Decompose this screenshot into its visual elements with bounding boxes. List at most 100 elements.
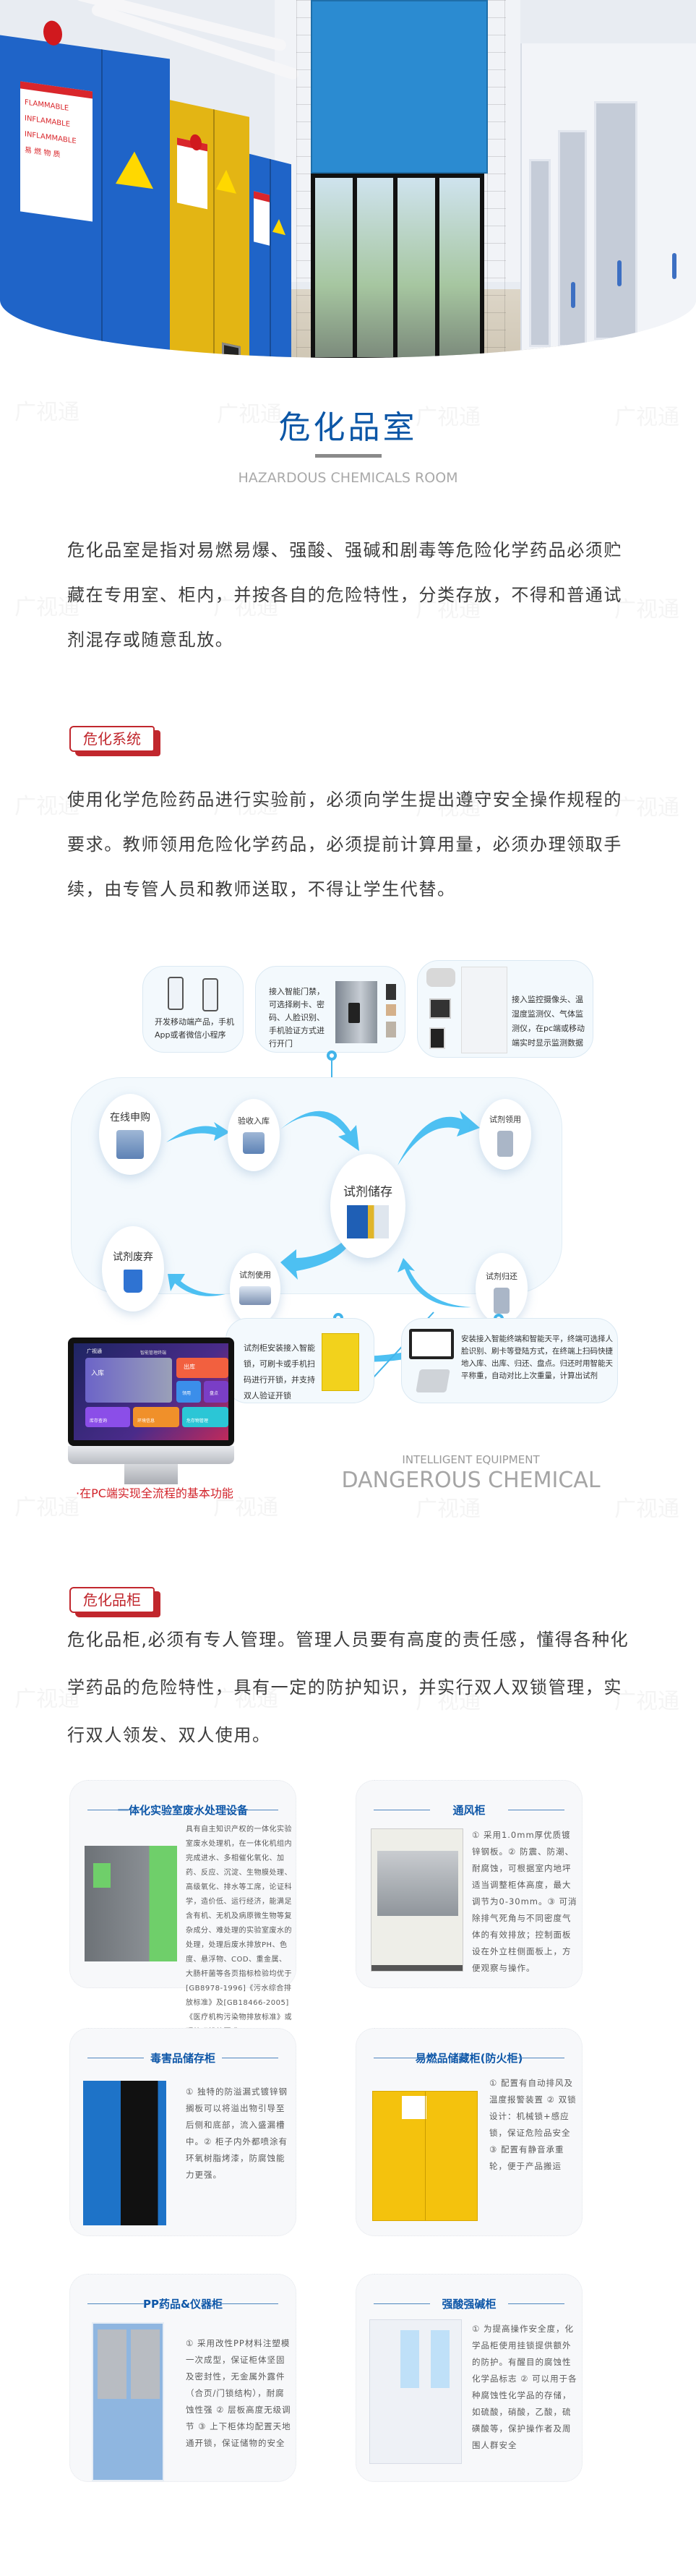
card-icon bbox=[386, 1004, 396, 1016]
en-subtitle-large: DANGEROUS CHEMICAL bbox=[341, 1468, 601, 1493]
tile-inbound[interactable]: 入库 bbox=[85, 1358, 172, 1403]
pc-monitor-stand bbox=[124, 1464, 178, 1484]
node-discard[interactable]: 试剂废弃 bbox=[102, 1226, 164, 1311]
office-worker-icon bbox=[243, 1132, 265, 1154]
tile-label: 环境信息 bbox=[137, 1418, 155, 1424]
product-title: 一体化实验室废水处理设备 bbox=[117, 1804, 248, 1817]
thermometer-icon bbox=[429, 998, 451, 1019]
product-title: 通风柜 bbox=[452, 1804, 486, 1817]
tile-label: 盘点 bbox=[210, 1391, 219, 1396]
system-paragraph: 使用化学危险药品进行实验前，必须向学生提出遵守安全操作规程的要求。教师领用危险化… bbox=[67, 790, 622, 899]
monitoring-card: 接入监控摄像头、温湿度监测仪、气体监测仪，在pc端或移动端实时显示监测数据 bbox=[417, 960, 593, 1058]
reagent-cabinet-icon bbox=[497, 1131, 513, 1157]
product-card[interactable]: 毒害品储存柜 ① 独特的防溢漏式镀锌钢搁板可以将溢出物引导至后侧和底部，流入盛漏… bbox=[69, 2028, 296, 2236]
pc-monitor: 广视通 智能管理终端 入库 出库 领用 盘点 库存查询 环境信息 危存物管理 bbox=[68, 1338, 234, 1446]
control-panel bbox=[222, 342, 241, 358]
product-card[interactable]: 易燃品储藏柜(防火柜) ① 配置有自动排风及温度报警装置 ② 双锁设计：机械锁+… bbox=[356, 2028, 583, 2236]
node-label: 试剂废弃 bbox=[113, 1251, 153, 1263]
access-control-text: 接入智能门禁，可选择刷卡、密码、人脸识别、手机验证方式进行开门 bbox=[269, 987, 325, 1048]
tile-hazard-management[interactable]: 危存物管理 bbox=[182, 1407, 228, 1427]
phone-icon bbox=[168, 977, 184, 1010]
tile-label: 库存查询 bbox=[90, 1418, 108, 1424]
tile-environment[interactable]: 环境信息 bbox=[133, 1407, 179, 1427]
reagent-cabinet-icon bbox=[494, 1288, 510, 1314]
page-subtitle-en: HAZARDOUS CHEMICALS ROOM bbox=[238, 470, 458, 486]
pc-caption: ·在PC端实现全流程的基本功能 bbox=[76, 1486, 233, 1500]
yellow-safety-cabinet bbox=[170, 100, 249, 358]
node-label: 验收入库 bbox=[238, 1116, 270, 1126]
tile-stock-query[interactable]: 库存查询 bbox=[85, 1407, 130, 1427]
pp-cabinet-image bbox=[92, 2322, 164, 2481]
tile-label: 危存物管理 bbox=[186, 1418, 209, 1424]
flammable-cabinet-image bbox=[372, 2091, 478, 2221]
node-inbound[interactable]: 验收入库 bbox=[228, 1099, 280, 1171]
node-return[interactable]: 试剂归还 bbox=[476, 1253, 528, 1324]
product-description: ① 独特的防溢漏式镀锌钢搁板可以将溢出物引导至后侧和底部，流入盛漏槽中。② 柜子… bbox=[186, 2087, 288, 2180]
toxic-warning-icon bbox=[216, 167, 236, 194]
smart-terminal-card: 安装接入智能终端和智能天平，终端可选择人脸识别、刷卡等登陆方式，在终端上扫码快捷… bbox=[401, 1318, 618, 1403]
node-label: 试剂领用 bbox=[489, 1115, 521, 1124]
toxic-cabinet-image bbox=[83, 2081, 166, 2225]
title-divider bbox=[315, 454, 382, 458]
tile-inventory[interactable]: 盘点 bbox=[204, 1381, 228, 1403]
connector-dot bbox=[327, 1050, 337, 1061]
access-control-card: 接入智能门禁，可选择刷卡、密码、人脸识别、手机验证方式进行开门 bbox=[255, 966, 405, 1053]
node-storage[interactable]: 试剂储存 bbox=[330, 1154, 405, 1258]
smart-terminal-text: 安装接入智能终端和智能天平，终端可选择人脸识别、刷卡等登陆方式，在终端上扫码快捷… bbox=[461, 1335, 613, 1380]
smart-lock-text: 试剂柜安装接入智能锁，可刷卡或手机扫码进行开锁，并支持双人验证开锁 bbox=[244, 1343, 315, 1400]
tile-receive[interactable]: 领用 bbox=[176, 1381, 201, 1403]
balance-scale-image bbox=[416, 1369, 450, 1392]
tile-label: 入库 bbox=[91, 1370, 105, 1377]
recycle-bin-icon bbox=[124, 1270, 142, 1293]
smart-lock-card: 试剂柜安装接入智能锁，可刷卡或手机扫码进行开锁，并支持双人验证开锁 bbox=[225, 1318, 374, 1403]
phone-screen-image bbox=[461, 967, 507, 1053]
product-description: 具有自主知识产权的一体化实验室废水处理机，在一体化机组内完成进水、多相催化氧化、… bbox=[186, 1826, 292, 2036]
node-label: 试剂使用 bbox=[239, 1270, 271, 1280]
intro-paragraph: 危化品室是指对易燃易爆、强酸、强碱和剧毒等危险化学药品必须贮藏在专用室、柜内，并… bbox=[67, 540, 622, 650]
node-online-purchase[interactable]: 在线申购 bbox=[99, 1094, 161, 1175]
product-description: ① 采用1.0mm厚优质镀锌钢板。② 防震、防潮、耐腐蚀，可根据室内地坪适当调整… bbox=[472, 1830, 577, 1973]
product-description: ① 配置有自动排风及温度报警装置 ② 双锁设计：机械锁+感应锁，保证危险品安全 … bbox=[489, 2078, 577, 2171]
lab-desk-icon bbox=[239, 1286, 271, 1305]
card-reader-icon bbox=[386, 984, 396, 1000]
alarm-lamp bbox=[43, 19, 62, 47]
mobile-app-card: 开发移动端产品，手机App或者微信小程序 bbox=[142, 966, 244, 1053]
product-card[interactable]: 强酸强碱柜 ① 为提高操作安全度，化学品柜使用挂锁提供额外的防护。有醒目的腐蚀性… bbox=[356, 2274, 583, 2482]
wastewater-unit-image bbox=[85, 1846, 177, 1961]
product-card[interactable]: 一体化实验室废水处理设备 具有自主知识产权的一体化实验室废水处理机，在一体化机组… bbox=[69, 1780, 296, 2036]
gas-monitor-icon bbox=[429, 1027, 445, 1049]
product-card[interactable]: PP药品&仪器柜 ① 采用改性PP材料注塑模一次成型，保证柜体坚固及密封性，无金… bbox=[69, 2274, 296, 2482]
cabinet-label: FLAMMABLE INFLAMABLE INFLAMMABLE 易 燃 物 质 bbox=[20, 81, 93, 222]
node-label: 试剂储存 bbox=[343, 1185, 392, 1199]
watermark: 广视通 bbox=[614, 1491, 679, 1523]
toxic-warning-icon bbox=[116, 148, 153, 189]
camera-icon bbox=[426, 968, 455, 987]
door-reader-image bbox=[335, 981, 377, 1043]
watermark: 广视通 bbox=[416, 1491, 481, 1523]
node-receive[interactable]: 试剂领用 bbox=[479, 1099, 531, 1170]
en-subtitle-small: INTELLIGENT EQUIPMENT bbox=[402, 1453, 540, 1466]
product-card[interactable]: 通风柜 ① 采用1.0mm厚优质镀锌钢板。② 防震、防潮、耐腐蚀，可根据室内地坪… bbox=[356, 1780, 583, 1988]
white-reagent-cabinet bbox=[520, 43, 696, 358]
safety-poster bbox=[311, 0, 488, 174]
product-description: ① 为提高操作安全度，化学品柜使用挂锁提供额外的防护。有醒目的腐蚀性化学品标志 … bbox=[472, 2324, 577, 2450]
tile-outbound[interactable]: 出库 bbox=[176, 1358, 228, 1378]
cabinet-label bbox=[254, 191, 270, 246]
cabinet-paragraph: 危化品柜,必须有专人管理。管理人员要有高度的责任感，懂得各种化学药品的危险特性，… bbox=[67, 1630, 630, 1745]
product-title: 毒害品储存柜 bbox=[150, 2052, 215, 2065]
section-tag-system: 危化系统 bbox=[69, 726, 155, 752]
blue-safety-cabinet-small bbox=[249, 153, 291, 358]
tile-label: 出库 bbox=[184, 1364, 195, 1370]
hero-image: FLAMMABLE INFLAMABLE INFLAMMABLE 易 燃 物 质 bbox=[0, 0, 696, 358]
title-rule bbox=[222, 2303, 278, 2304]
section-tag-cabinet: 危化品柜 bbox=[69, 1587, 155, 1613]
node-use[interactable]: 试剂使用 bbox=[230, 1253, 280, 1325]
fume-hood-image bbox=[371, 1828, 463, 1972]
node-label: 试剂归还 bbox=[486, 1272, 517, 1281]
toxic-warning-icon bbox=[272, 217, 285, 236]
office-worker-icon bbox=[116, 1130, 144, 1159]
terminal-screen-image bbox=[409, 1329, 454, 1359]
mobile-app-text: 开发移动端产品，手机App或者微信小程序 bbox=[155, 1017, 234, 1040]
product-title: 强酸强碱柜 bbox=[442, 2298, 497, 2311]
product-title: 易燃品储藏柜(防火柜) bbox=[415, 2052, 523, 2065]
